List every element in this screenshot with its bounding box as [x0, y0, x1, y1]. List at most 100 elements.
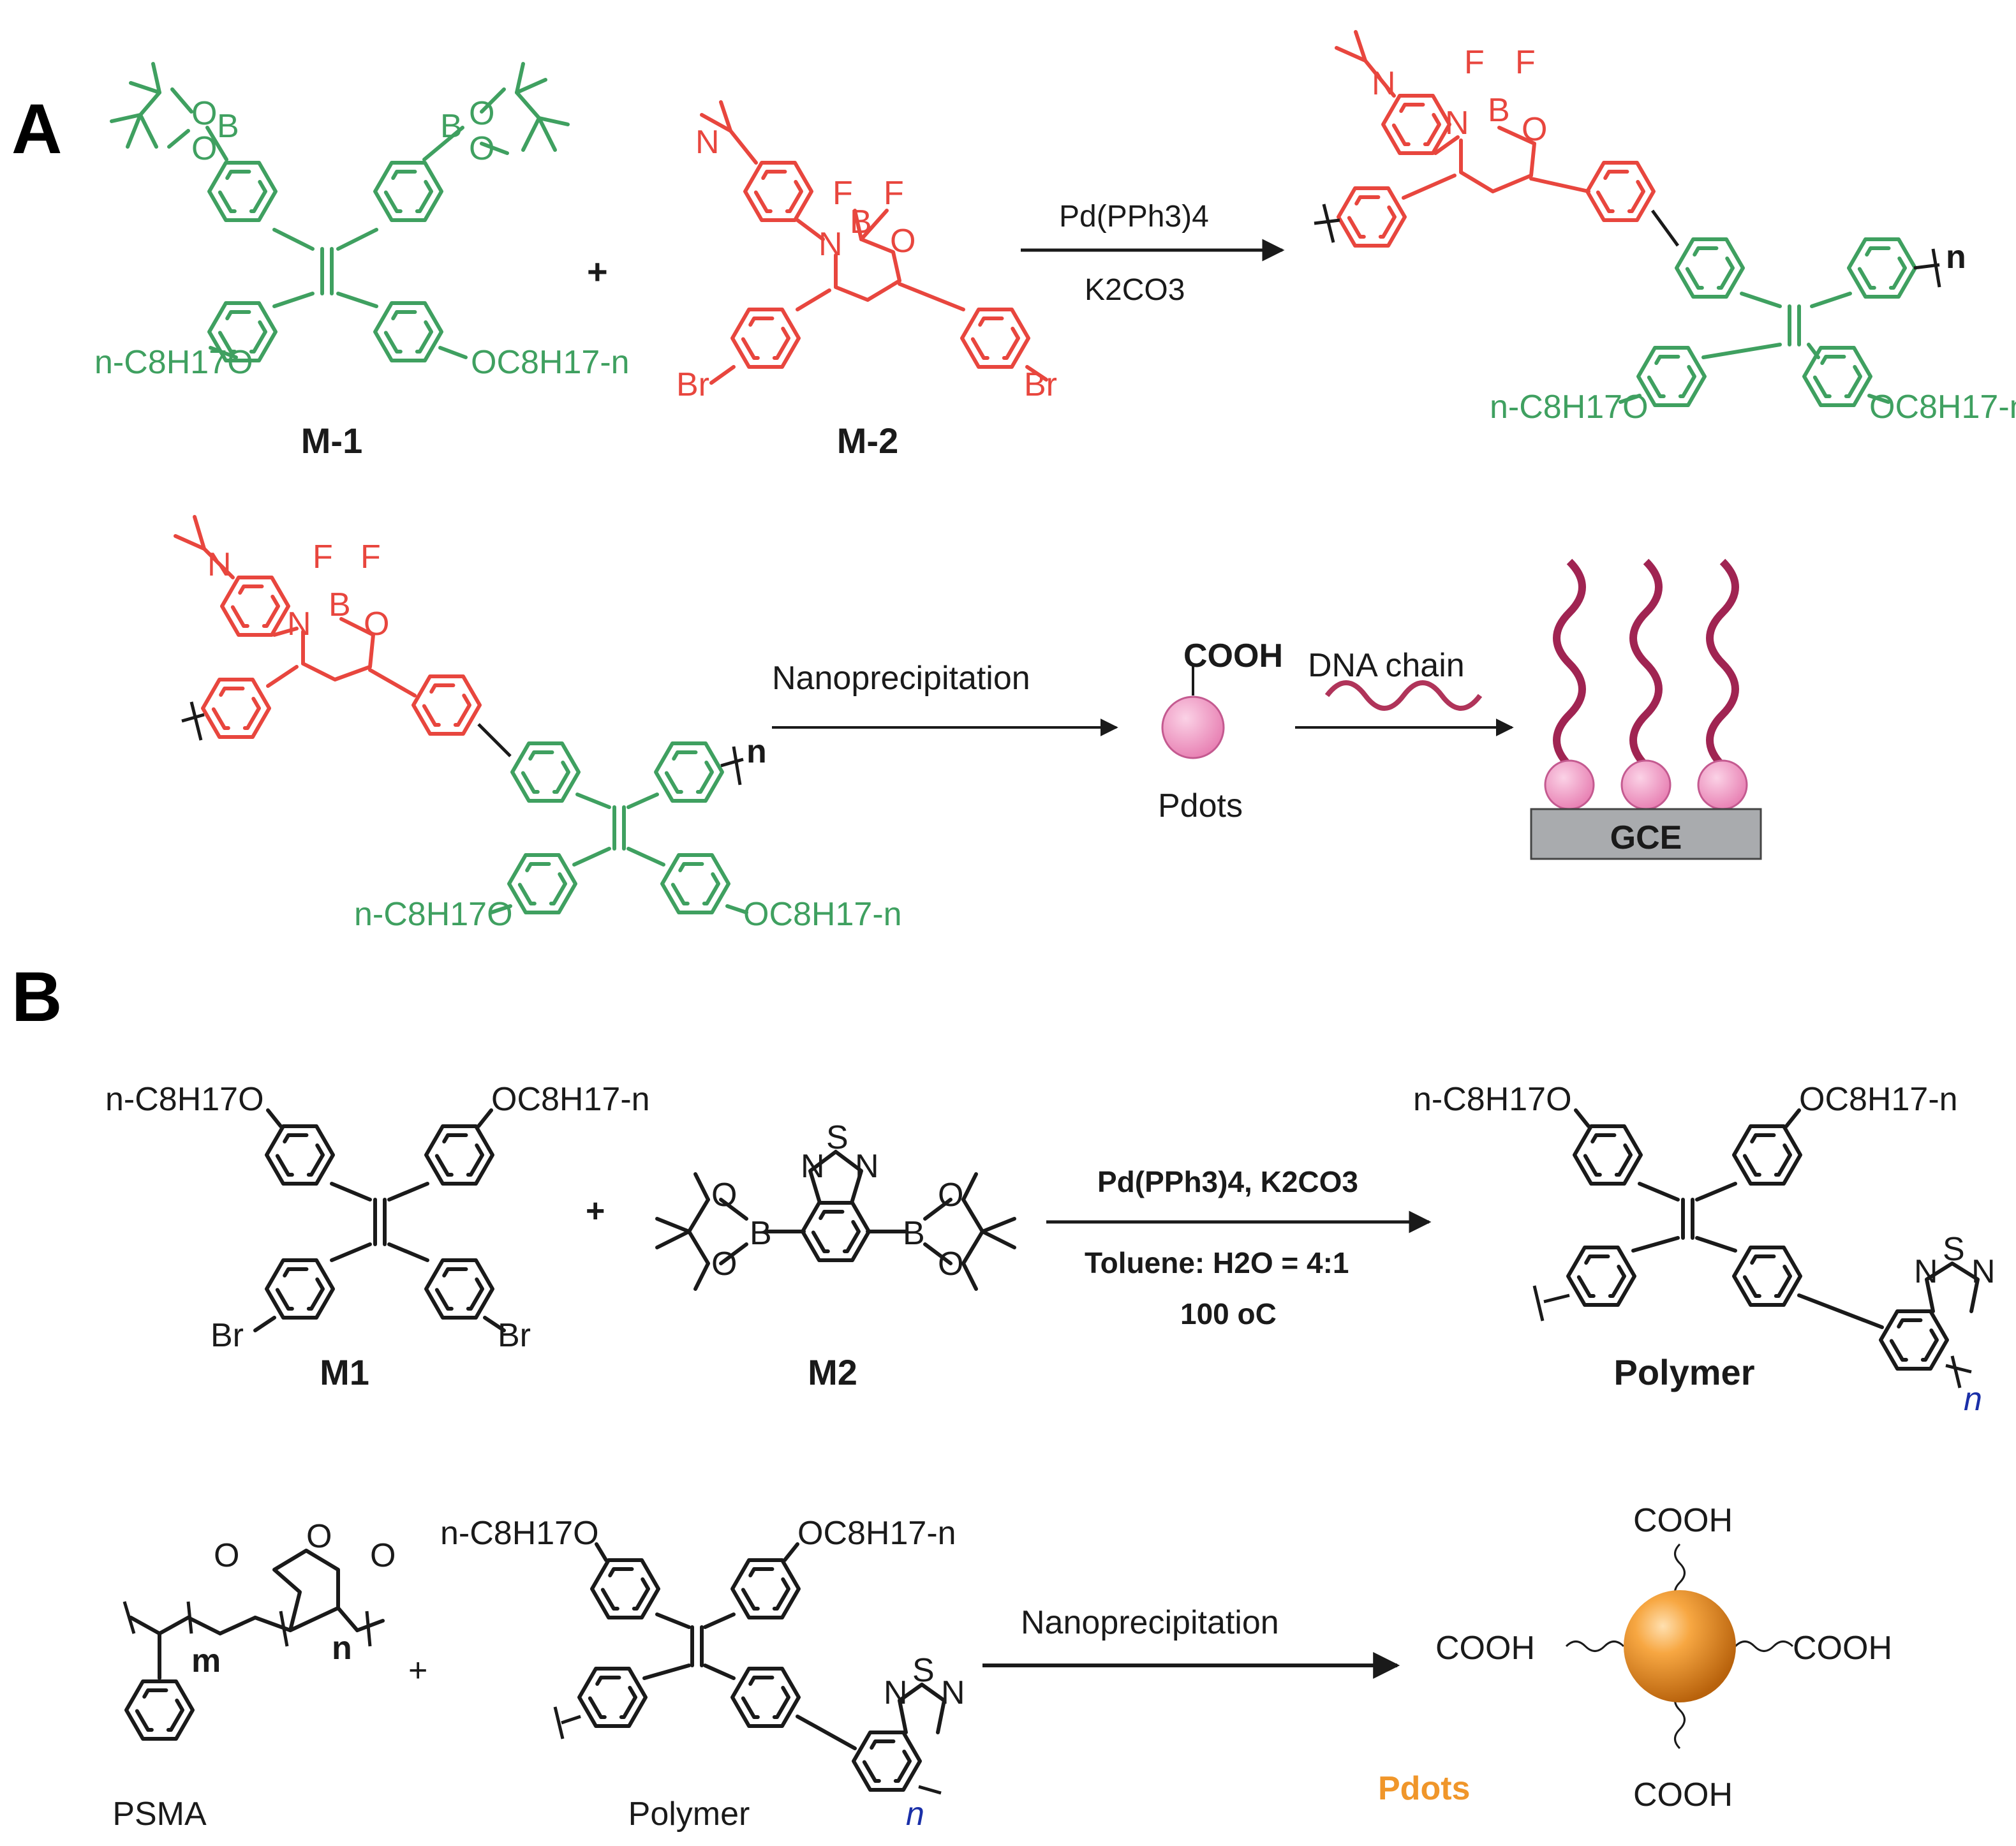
gce-electrode — [1530, 808, 1762, 860]
m2-b-oxygen: O — [938, 1246, 963, 1283]
m2-b-boron: B — [903, 1215, 925, 1252]
monomer-m2-b-structure — [655, 1150, 1016, 1291]
polymer-a-oxygen: O — [1522, 111, 1547, 148]
orange-pdot-assembly — [1565, 1543, 1794, 1750]
polymer-a-fluorine: F — [1515, 44, 1536, 81]
catalyst-label-a: Pd(PPh3)4 — [1059, 200, 1209, 234]
m2-bromine-label: Br — [1024, 366, 1057, 403]
m1-oxygen-label: O — [469, 130, 494, 167]
electrode-assembly — [1530, 558, 1762, 860]
product-polymer-a-structure — [1314, 30, 1941, 405]
m2-fluorine-label: F — [884, 175, 904, 212]
m1-right-alkoxy: OC8H17-n — [471, 344, 630, 381]
monomer-m2-structure — [700, 100, 1048, 385]
polymer-a-right-alkoxy: OC8H17-n — [1869, 389, 2016, 426]
carboxyl-bottom: COOH — [1633, 1776, 1733, 1813]
pdots-label-a: Pdots — [1158, 787, 1243, 824]
polymer-b2-nitrogen: N — [941, 1674, 965, 1711]
polymer-b-sulfur: S — [1943, 1231, 1965, 1268]
gce-label: GCE — [1610, 819, 1682, 856]
label-polymer-b: Polymer — [1614, 1352, 1755, 1392]
monomer-m1-structure — [110, 62, 570, 361]
m2-b-nitrogen: N — [801, 1148, 825, 1185]
dna-strand — [1629, 558, 1663, 769]
m2-b-nitrogen: N — [855, 1148, 879, 1185]
psma-oxygen: O — [306, 1518, 332, 1555]
pdot-on-electrode — [1697, 759, 1748, 810]
base-label-a: K2CO3 — [1085, 273, 1185, 307]
polymer-b-right-alkoxy: OC8H17-n — [1799, 1081, 1958, 1118]
polymer-a-fluorine: F — [1464, 44, 1485, 81]
polymer-a2-nitrogen: N — [287, 606, 311, 643]
polymer-a2-left-alkoxy: n-C8H17O — [354, 896, 513, 933]
polymer-b2-sulfur: S — [912, 1652, 935, 1689]
m2-fluorine-label: F — [833, 175, 853, 212]
polymer-b2-label: Polymer — [628, 1796, 750, 1833]
nanoprecipitation-label-b: Nanoprecipitation — [1021, 1604, 1279, 1641]
pdot-carboxyl-label: COOH — [1183, 637, 1283, 674]
polymer-b2-repeat-index: n — [906, 1796, 924, 1833]
monomer-m1-b-structure — [253, 1108, 506, 1332]
dna-strand — [1706, 558, 1739, 769]
pdot-on-electrode — [1620, 759, 1671, 810]
polymer-a-nitrogen: N — [1372, 65, 1396, 102]
m1-left-alkoxy: n-C8H17O — [94, 344, 253, 381]
polymer-b-nitrogen: N — [1971, 1253, 1996, 1290]
pdot-on-electrode — [1544, 759, 1595, 810]
m1-oxygen-label: O — [191, 130, 217, 167]
m1-oxygen-label: O — [191, 95, 217, 132]
polymer-b2-right-alkoxy: OC8H17-n — [797, 1515, 956, 1552]
panel-label-a: A — [11, 90, 62, 168]
label-m1-b: M1 — [320, 1352, 369, 1392]
m2-boron-label: B — [850, 204, 872, 241]
m2-b-oxygen: O — [711, 1177, 737, 1214]
polymer-b-repeat-index: n — [1964, 1381, 1982, 1418]
plus-sign-b1: + — [586, 1193, 605, 1230]
m2-b-oxygen: O — [938, 1177, 963, 1214]
nanoprecipitation-label-a: Nanoprecipitation — [772, 660, 1030, 697]
psma-m-index: m — [191, 1642, 221, 1679]
m2-bromine-label: Br — [676, 366, 709, 403]
reagents-label-b: Pd(PPh3)4, K2CO3 — [1097, 1165, 1358, 1198]
psma-n-index: n — [332, 1630, 352, 1667]
dna-chain-squiggle — [1324, 680, 1483, 711]
temperature-label-b: 100 oC — [1180, 1297, 1277, 1330]
carboxyl-right: COOH — [1793, 1630, 1892, 1667]
polymer-b-left-alkoxy: n-C8H17O — [1413, 1081, 1572, 1118]
carboxyl-top: COOH — [1633, 1502, 1733, 1539]
polymer-a-left-alkoxy: n-C8H17O — [1490, 389, 1649, 426]
m1-boron-label: B — [217, 108, 239, 145]
label-m1-a: M-1 — [301, 421, 362, 461]
polymer-b-nitrogen: N — [1914, 1253, 1938, 1290]
dna-strand — [1553, 558, 1586, 769]
dna-chain-label: DNA chain — [1308, 647, 1465, 684]
solvent-label-b: Toluene: H2O = 4:1 — [1085, 1246, 1349, 1279]
m1-b-right-alkoxy: OC8H17-n — [491, 1081, 650, 1118]
pdot-pink-particle — [1161, 696, 1225, 759]
polymer-a2-right-alkoxy: OC8H17-n — [743, 896, 902, 933]
product-polymer-b-structure — [1532, 1108, 1980, 1388]
m1-boron-label: B — [440, 108, 463, 145]
polymer-b2-structure — [553, 1542, 946, 1795]
m2-b-oxygen: O — [711, 1246, 737, 1283]
pdots-label-b: Pdots — [1378, 1770, 1470, 1807]
psma-structure — [122, 1549, 385, 1739]
polymer-a2-repeat-index: n — [746, 733, 767, 770]
psma-oxygen: O — [370, 1537, 396, 1574]
m1-oxygen-label: O — [469, 95, 494, 132]
panel-label-b: B — [11, 958, 62, 1036]
m2-nitrogen-label: N — [819, 226, 843, 263]
psma-label: PSMA — [112, 1796, 207, 1833]
polymer-a2-oxygen: O — [364, 606, 389, 643]
polymer-a2-nitrogen: N — [207, 546, 232, 583]
carboxyl-left: COOH — [1435, 1630, 1535, 1667]
m2-oxygen-label: O — [890, 223, 915, 260]
polymer-a-step2-structure — [174, 515, 748, 914]
polymer-a-nitrogen: N — [1445, 105, 1469, 142]
label-m2-b: M2 — [808, 1352, 857, 1392]
polymer-a-boron: B — [1488, 92, 1510, 129]
label-m2-a: M-2 — [837, 421, 898, 461]
m2-nitrogen-label: N — [695, 124, 720, 161]
polymer-b2-left-alkoxy: n-C8H17O — [440, 1515, 599, 1552]
